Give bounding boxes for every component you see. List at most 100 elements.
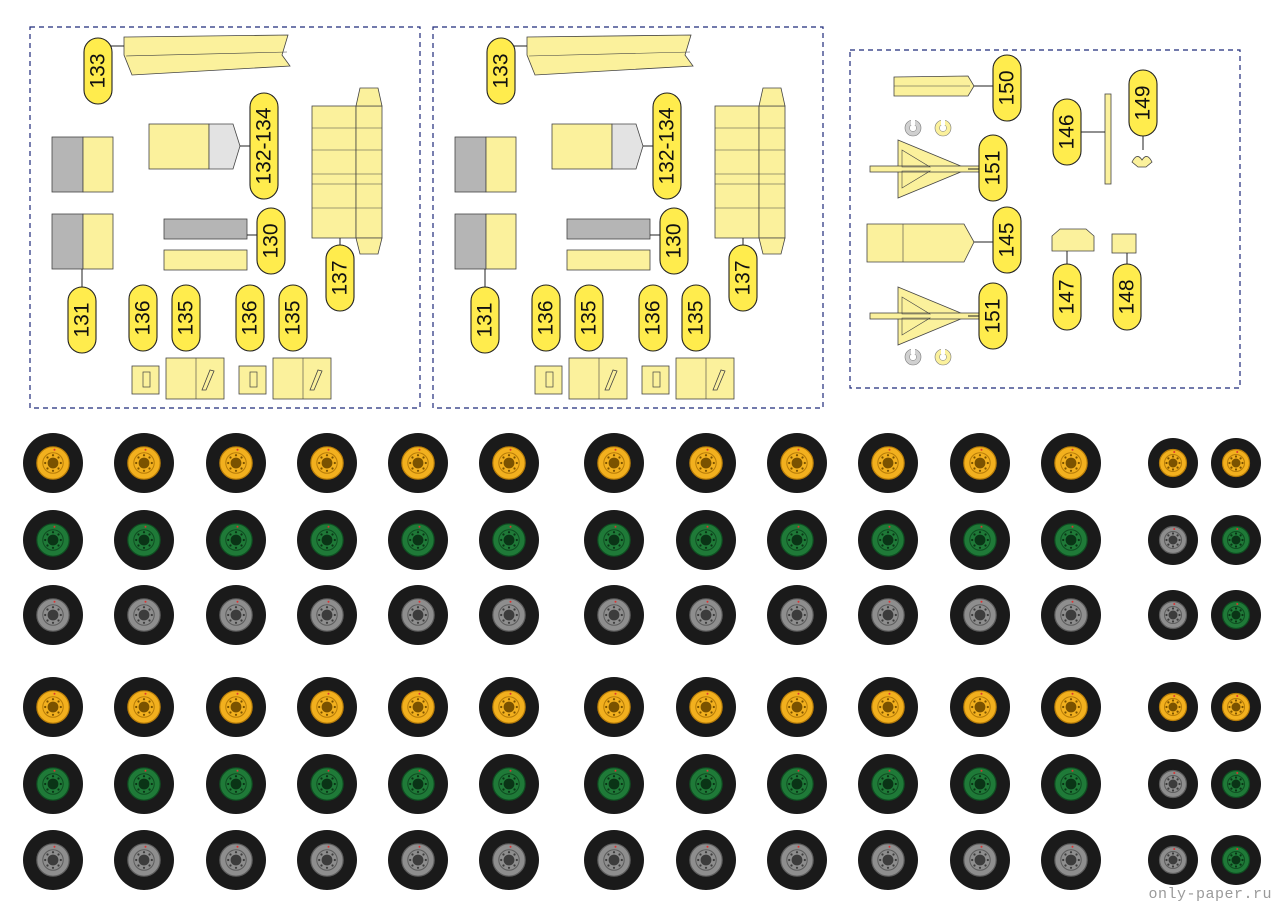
- label-capsule: [978, 134, 1008, 202]
- wheel-bolt: [801, 700, 804, 703]
- wheel-bolt: [51, 698, 55, 701]
- wheel-center: [608, 609, 620, 621]
- wheel-valve: [236, 600, 239, 603]
- wheel-bolt: [605, 461, 608, 465]
- wheel-bolt: [1230, 609, 1233, 612]
- cut-frame: [849, 49, 1241, 389]
- wheel-hub-ring: [133, 849, 155, 871]
- wheel-bolt: [320, 456, 323, 459]
- wheel-bolt: [618, 777, 621, 780]
- part-yellow-side: [485, 136, 517, 193]
- washer-hole: [909, 353, 917, 361]
- wheel-green: [1041, 510, 1101, 570]
- wheel-hub-ring: [1060, 529, 1082, 551]
- wheel-bolt: [411, 544, 414, 547]
- wheel-bolt: [1176, 543, 1179, 546]
- wheel-bolt: [229, 864, 232, 867]
- wheel-yellow: [206, 433, 266, 493]
- wheel-bolt: [240, 788, 243, 791]
- wheel-bolt: [513, 467, 516, 470]
- wheel-bolt: [1069, 469, 1073, 472]
- wheel-bolt: [331, 619, 334, 622]
- wheel-valve: [1236, 528, 1239, 530]
- wheel-bolt: [892, 608, 895, 611]
- wheel-valve: [144, 845, 147, 848]
- wheel-bolt: [892, 533, 895, 536]
- wheel-bolt: [704, 775, 708, 778]
- wheel-center: [1065, 457, 1077, 469]
- wheel-bolt: [1064, 853, 1067, 856]
- wheel-bolt: [416, 866, 420, 869]
- wheel-bolt: [320, 777, 323, 780]
- part-137-main: [714, 105, 760, 239]
- wheel-bolt: [1075, 608, 1078, 611]
- wheel-center: [138, 778, 150, 790]
- part-number-text: 131: [71, 302, 94, 337]
- wheel-bolt: [135, 613, 138, 617]
- wheel-center: [882, 457, 894, 469]
- wheel-bolt: [704, 866, 708, 869]
- washer-hole: [909, 124, 917, 132]
- wheel-bolt: [704, 606, 708, 609]
- wheel-bolt: [1069, 698, 1073, 701]
- wheel-bolt: [973, 853, 976, 856]
- wheel-bolt: [137, 864, 140, 867]
- part-number-text: 133: [87, 53, 110, 88]
- wheel-bolt: [142, 713, 146, 716]
- wheel-bolt: [881, 544, 884, 547]
- wheel-bolt: [886, 851, 890, 854]
- wheel-bolt: [513, 456, 516, 459]
- part-number-text: 130: [260, 223, 283, 258]
- wheel-bolt: [150, 613, 153, 617]
- part-yellow-side: [485, 213, 517, 270]
- wheel-bolt: [331, 608, 334, 611]
- wheel-gray: [1041, 830, 1101, 890]
- wheel-hub-ring: [969, 773, 991, 795]
- wheel-bolt: [51, 546, 55, 549]
- wheel-bolt: [1228, 461, 1231, 465]
- part-137-side: [758, 105, 786, 239]
- wheel-hub-ring: [1164, 531, 1182, 549]
- wheel-bolt: [984, 864, 987, 867]
- wheel-bolt: [704, 713, 708, 716]
- wheel-bolt: [137, 467, 140, 470]
- wheel-center: [700, 609, 712, 621]
- wheel-bolt: [973, 700, 976, 703]
- wheel-bolt: [409, 782, 412, 786]
- wheel-bolt: [502, 777, 505, 780]
- wheel-valve: [53, 692, 56, 695]
- wheel-bolt: [507, 790, 511, 793]
- label-capsule: [1112, 263, 1142, 331]
- wheel-bolt: [607, 608, 610, 611]
- wheel-center: [1168, 779, 1178, 789]
- wheel-bolt: [1228, 613, 1231, 617]
- part-number-text: 147: [1056, 279, 1079, 314]
- wheel-valve: [797, 448, 800, 451]
- wheel-hub-ring: [603, 849, 625, 871]
- wheel-bolt: [46, 711, 49, 714]
- wheel-bolt: [1064, 608, 1067, 611]
- wheel-center: [230, 854, 242, 866]
- wheel-bolt: [704, 621, 708, 624]
- wheel-bolt: [1178, 538, 1181, 542]
- wheel-center: [1168, 458, 1178, 468]
- wheel-bolt: [697, 858, 700, 862]
- wheel-valve: [418, 600, 421, 603]
- wheel-bolt: [240, 853, 243, 856]
- wheel-valve: [236, 845, 239, 848]
- wheel-bolt: [803, 705, 806, 709]
- part-number-label: 136: [128, 284, 158, 352]
- wheel-bolt: [325, 790, 329, 793]
- wheel-valve: [509, 600, 512, 603]
- wheel-center: [230, 778, 242, 790]
- wheel-yellow: [858, 433, 918, 493]
- wheel-hub-ring: [407, 773, 429, 795]
- wheel-center: [1065, 854, 1077, 866]
- wheel-center: [1065, 609, 1077, 621]
- washer-hole: [939, 353, 947, 361]
- wheel-bolt: [886, 790, 890, 793]
- wheel-bolt: [886, 713, 890, 716]
- wheel-bolt: [57, 533, 60, 536]
- wheel-center: [412, 701, 424, 713]
- wheel-bolt: [1075, 533, 1078, 536]
